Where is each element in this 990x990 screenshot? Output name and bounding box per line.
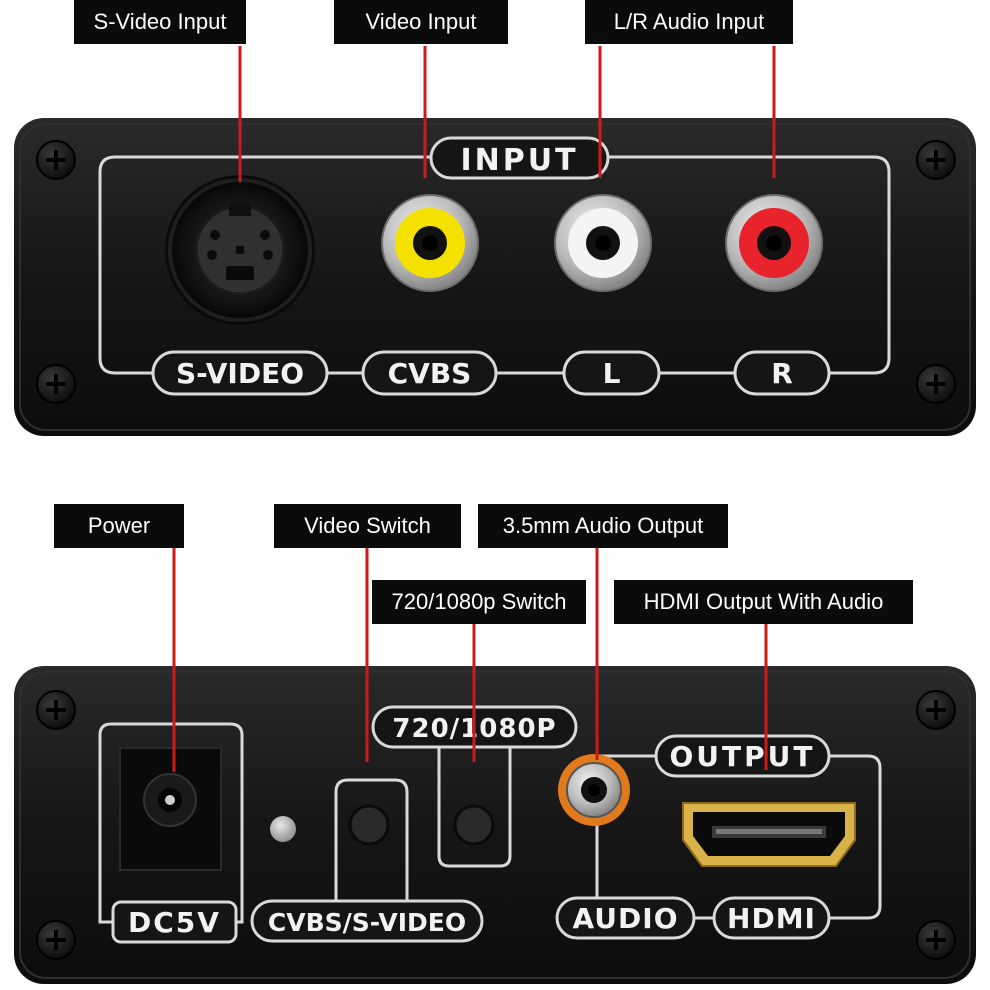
- leader-lines: [172, 46, 776, 772]
- screw-icon: [916, 690, 956, 730]
- cvbs-port-label: CVBS: [388, 357, 472, 390]
- svideo-port-label: S-VIDEO: [176, 357, 304, 390]
- back-panel: DC5V CVBS/S-VIDEO 720/1080P OUTPUT AUDIO…: [14, 666, 976, 984]
- screw-icon: [36, 140, 76, 180]
- lr-audio-input-callout: L/R Audio Input: [585, 0, 793, 44]
- hdmi-output-label: HDMI: [727, 902, 816, 935]
- screw-icon: [916, 140, 956, 180]
- screw-icon: [36, 920, 76, 960]
- left-audio-jack[interactable]: [554, 194, 652, 292]
- power-callout: Power: [54, 504, 184, 548]
- dc-power-jack[interactable]: [119, 747, 222, 871]
- screw-icon: [916, 364, 956, 404]
- output-group-title: OUTPUT: [670, 740, 816, 773]
- video-input-callout: Video Input: [334, 0, 508, 44]
- resolution-switch-outline: [437, 738, 512, 868]
- hdmi-output-callout: HDMI Output With Audio: [614, 580, 913, 624]
- input-group-title: INPUT: [460, 143, 578, 178]
- audio-output-label: AUDIO: [572, 902, 678, 935]
- audio-output-callout: 3.5mm Audio Output: [478, 504, 728, 548]
- video-switch-label: CVBS/S-VIDEO: [268, 908, 466, 937]
- screw-icon: [36, 364, 76, 404]
- front-panel: INPUT S-VIDEO CVBS L R: [14, 118, 976, 436]
- input-group-outline: [98, 155, 891, 375]
- input-title-pill: [429, 136, 610, 180]
- left-audio-label: L: [603, 357, 621, 390]
- screw-icon: [916, 920, 956, 960]
- output-group-outline: [595, 754, 882, 920]
- power-outline: [98, 722, 244, 924]
- right-audio-jack[interactable]: [725, 194, 823, 292]
- audio-output-jack[interactable]: [558, 754, 630, 826]
- video-switch-button[interactable]: [348, 804, 390, 846]
- video-switch-callout: Video Switch: [274, 504, 461, 548]
- hdmi-output-port[interactable]: [682, 802, 856, 867]
- right-audio-label: R: [771, 357, 793, 390]
- cvbs-jack[interactable]: [381, 194, 479, 292]
- svideo-port[interactable]: [165, 175, 315, 325]
- svideo-input-callout: S-Video Input: [74, 0, 246, 44]
- power-label: DC5V: [128, 906, 221, 939]
- resolution-switch-button[interactable]: [453, 804, 495, 846]
- video-switch-outline: [334, 778, 409, 900]
- screw-icon: [36, 690, 76, 730]
- power-led: [270, 816, 296, 842]
- resolution-switch-callout: 720/1080p Switch: [372, 580, 586, 624]
